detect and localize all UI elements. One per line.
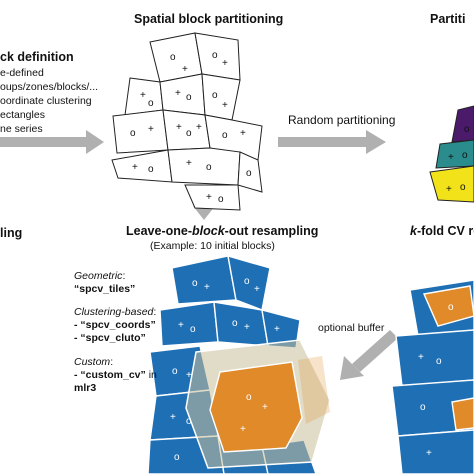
lobo-title-italic: block — [192, 224, 225, 238]
partition-markers: o + o + o — [446, 124, 470, 195]
geometric-label: Geometric: — [74, 270, 126, 282]
clustering-label: Clustering-based: — [74, 306, 157, 318]
svg-text:o: o — [212, 50, 218, 61]
block-definition-item: oordinate clustering — [0, 95, 92, 107]
lobo-example: (Example: 10 initial blocks) — [150, 240, 275, 252]
svg-text:o: o — [192, 278, 198, 289]
svg-text:+: + — [426, 448, 432, 459]
diagonal-arrow-icon — [340, 330, 398, 380]
custom-label: Custom: — [74, 356, 114, 368]
svg-text:+: + — [186, 370, 192, 381]
svg-text:o: o — [448, 302, 454, 313]
spcv-tiles-label: “spcv_tiles” — [74, 283, 136, 295]
resampling-cut-title: ling — [0, 226, 23, 240]
svg-text:+: + — [206, 192, 212, 203]
custom-cv-label: - “custom_cv” in — [74, 369, 157, 381]
svg-text:o: o — [232, 318, 238, 329]
svg-text:+: + — [448, 152, 454, 163]
optional-buffer-label: optional buffer — [318, 322, 385, 334]
svg-text:o: o — [212, 90, 218, 101]
svg-text:+: + — [254, 284, 260, 295]
kfold-title-k: k — [410, 224, 417, 238]
kfold-orange-blocks — [423, 285, 474, 431]
svg-text:o: o — [246, 168, 252, 179]
test-block — [209, 361, 303, 453]
svg-text:+: + — [148, 124, 154, 135]
svg-text:+: + — [140, 90, 146, 101]
svg-text:o: o — [174, 452, 180, 463]
svg-text:o: o — [130, 128, 136, 139]
svg-text:+: + — [222, 58, 228, 69]
svg-text:+: + — [262, 402, 268, 413]
svg-text:+: + — [132, 162, 138, 173]
svg-text:+: + — [446, 184, 452, 195]
right-arrow-icon — [278, 130, 386, 154]
svg-text:o: o — [186, 92, 192, 103]
lobo-title-prefix: Leave-one- — [126, 224, 192, 238]
partition-blocks — [429, 105, 474, 203]
svg-text:+: + — [170, 412, 176, 423]
svg-text:o: o — [190, 324, 196, 335]
block-definition-item: ectangles — [0, 109, 45, 121]
svg-text:+: + — [244, 322, 250, 333]
svg-text:+: + — [204, 282, 210, 293]
svg-text:o: o — [148, 164, 154, 175]
spcv-coords-label: - “spcv_coords” — [74, 319, 156, 331]
svg-text:+: + — [178, 320, 184, 331]
block-markers: o+ o+ +o +o o+ o+ +o+ o+ +o +o o +o — [130, 50, 252, 205]
svg-text:o: o — [460, 182, 466, 193]
kfold-markers: o + o o + — [418, 302, 454, 459]
svg-text:o: o — [436, 356, 442, 367]
lobo-markers: o + o + + o o + + o + + o o o + + — [170, 276, 280, 463]
svg-text:o: o — [186, 128, 192, 139]
lobo-title: Leave-one-block-out resampling — [126, 224, 318, 238]
block-definition-item: oups/zones/blocks/... — [0, 81, 99, 93]
svg-text:o: o — [170, 52, 176, 63]
right-arrow-icon — [0, 130, 104, 154]
svg-text:+: + — [182, 64, 188, 75]
kfold-title-suffix: -fold CV re — [416, 224, 474, 238]
svg-text:+: + — [196, 122, 202, 133]
svg-text:+: + — [222, 100, 228, 111]
svg-text:o: o — [148, 98, 154, 109]
svg-text:+: + — [186, 158, 192, 169]
random-partitioning-label: Random partitioning — [288, 113, 396, 127]
svg-text:o: o — [172, 366, 178, 377]
svg-text:+: + — [175, 88, 181, 99]
svg-text:o: o — [464, 124, 470, 135]
svg-text:o: o — [186, 416, 192, 427]
svg-text:o: o — [222, 130, 228, 141]
partitions-title: Partiti — [430, 12, 466, 26]
svg-text:+: + — [240, 424, 246, 435]
svg-text:o: o — [218, 194, 224, 205]
lobo-title-suffix: -out resampling — [224, 224, 319, 238]
block-definition-item: ne series — [0, 123, 43, 135]
spatial-block-map — [111, 32, 263, 211]
spatial-title: Spatial block partitioning — [134, 12, 284, 26]
svg-text:o: o — [246, 392, 252, 403]
block-definition-item: e-defined — [0, 67, 44, 79]
svg-text:+: + — [418, 352, 424, 363]
kfold-title: k-fold CV re — [410, 224, 474, 238]
mlr3-label: mlr3 — [74, 382, 97, 394]
svg-text:+: + — [274, 324, 280, 335]
block-definition-heading: ck definition — [0, 50, 74, 64]
svg-text:+: + — [176, 122, 182, 133]
svg-text:o: o — [462, 150, 468, 161]
svg-text:o: o — [244, 276, 250, 287]
svg-text:o: o — [420, 402, 426, 413]
svg-text:+: + — [240, 128, 246, 139]
svg-text:o: o — [206, 162, 212, 173]
spcv-cluto-label: - “spcv_cluto” — [74, 332, 146, 344]
